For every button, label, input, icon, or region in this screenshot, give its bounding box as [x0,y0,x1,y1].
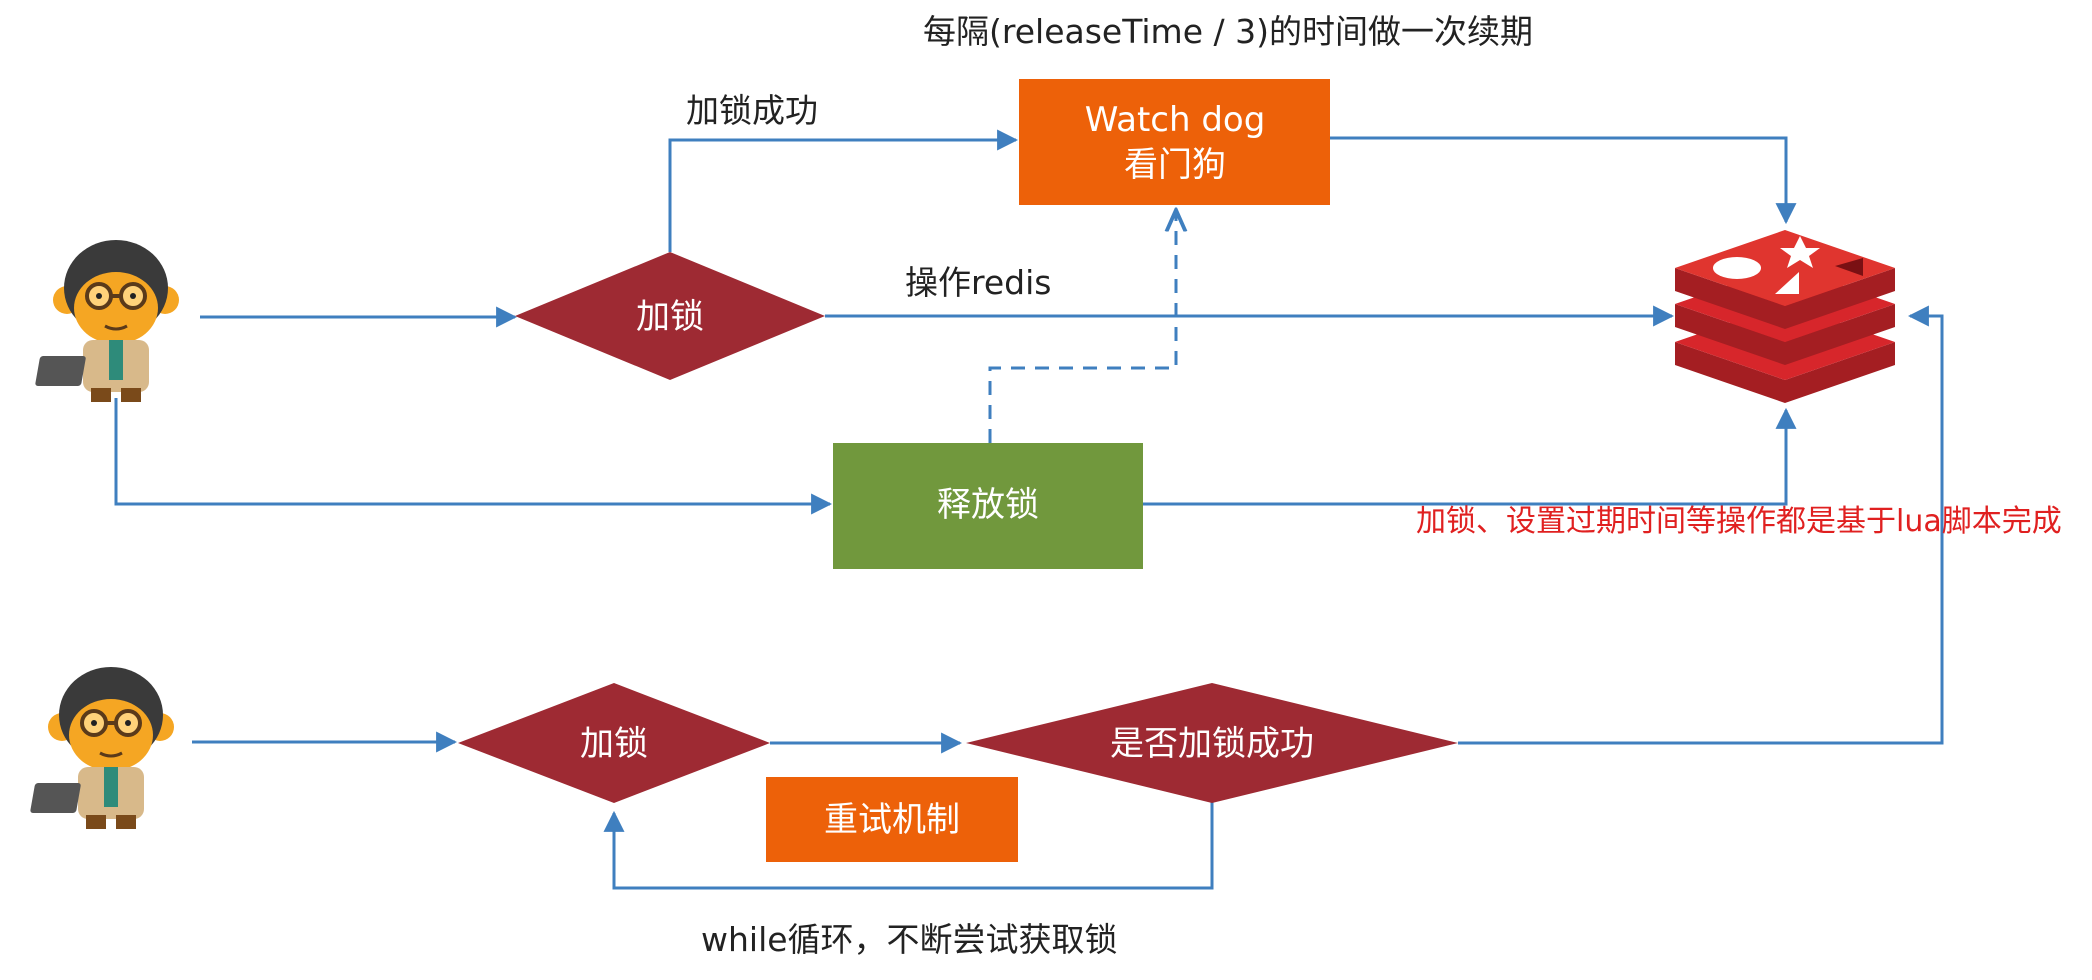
check-success-label: 是否加锁成功 [1110,724,1314,764]
lock-diamond-bottom: 加锁 [458,683,770,803]
monkey-developer-icon [35,240,179,402]
edge-check-to-redis [1458,305,1944,745]
release-lock-box: 释放锁 [833,443,1143,569]
lock-diamond-top: 加锁 [515,252,825,380]
edge-lock-to-watchdog [668,129,1019,252]
watchdog-label-zh: 看门狗 [1124,145,1226,185]
edge-release-to-watchdog [988,210,1176,443]
watchdog-label-en: Watch dog [1085,100,1266,140]
lock-bottom-label: 加锁 [580,724,648,764]
release-lock-label: 释放锁 [937,485,1039,525]
while-loop-label: while循环，不断尝试获取锁 [701,920,1118,959]
redis-icon [1675,230,1895,403]
edge-client-to-release [114,398,833,515]
check-success-diamond: 是否加锁成功 [966,683,1458,803]
lock-success-label: 加锁成功 [686,91,818,130]
monkey-developer-icon [30,667,174,829]
edges [114,129,1944,890]
watchdog-box: Watch dog 看门狗 [1019,79,1330,205]
edge-release-to-redis [1143,407,1797,506]
lua-note-label: 加锁、设置过期时间等操作都是基于lua脚本完成 [1416,504,2062,539]
lock-top-label: 加锁 [636,297,704,337]
edge-while-loop [603,800,1214,890]
edge-watchdog-to-redis [1330,136,1797,225]
retry-label: 重试机制 [824,800,960,840]
operate-redis-label: 操作redis [905,263,1051,302]
renewal-label: 每隔(releaseTime / 3)的时间做一次续期 [923,12,1533,51]
retry-box: 重试机制 [766,777,1018,862]
